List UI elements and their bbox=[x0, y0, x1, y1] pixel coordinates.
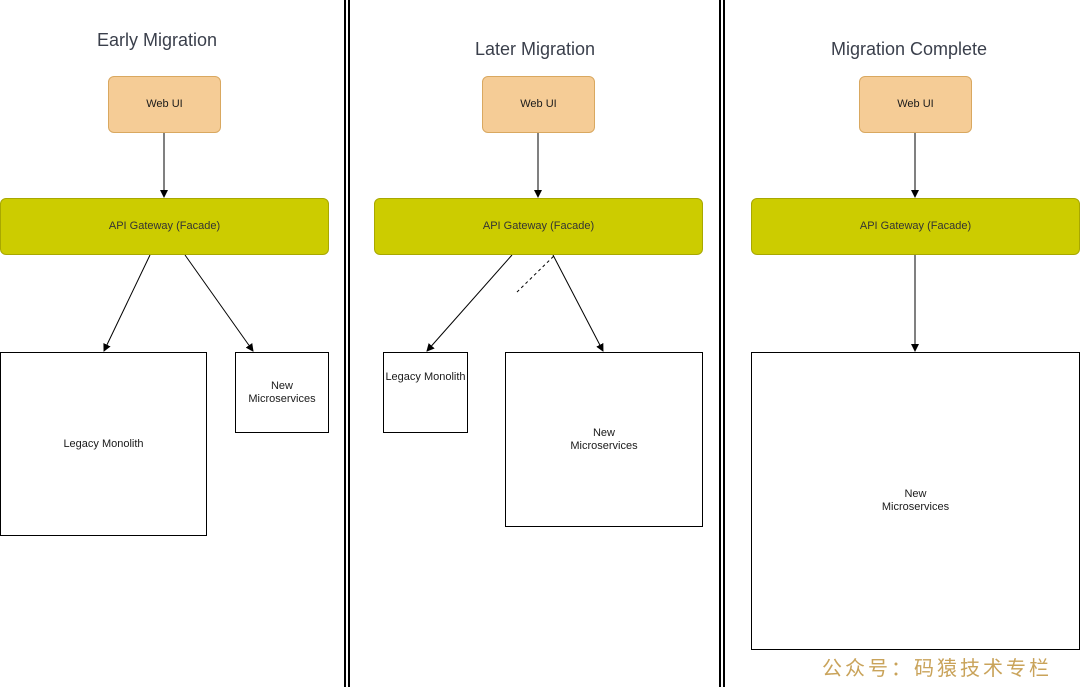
api-gateway-label: API Gateway (Facade) bbox=[482, 220, 595, 232]
web-ui-node: Web UI bbox=[859, 76, 972, 133]
new-microservices-node: New Microservices bbox=[505, 352, 703, 527]
web-ui-node: Web UI bbox=[108, 76, 221, 133]
arrow-gateway-to-legacy-1 bbox=[103, 254, 151, 352]
arrow-gateway-to-micro-2 bbox=[552, 254, 604, 352]
web-ui-label: Web UI bbox=[897, 98, 934, 110]
arrow-gateway-to-legacy-2 bbox=[426, 254, 513, 352]
api-gateway-label: API Gateway (Facade) bbox=[108, 220, 221, 232]
micro-label-line1: New bbox=[904, 488, 927, 500]
new-microservices-label: New Microservices bbox=[882, 488, 949, 514]
api-gateway-node: API Gateway (Facade) bbox=[0, 198, 329, 255]
micro-label-line2: Microservices bbox=[570, 439, 638, 452]
panel-separator-2 bbox=[719, 0, 725, 687]
micro-label-line2: Microservices bbox=[881, 501, 950, 513]
legacy-monolith-label: Legacy Monolith bbox=[63, 437, 144, 450]
web-ui-label: Web UI bbox=[520, 98, 557, 110]
panel-title-complete: Migration Complete bbox=[831, 39, 988, 59]
legacy-monolith-node: Legacy Monolith bbox=[0, 352, 207, 536]
panel-title-early: Early Migration bbox=[97, 30, 218, 50]
micro-label-line1: New bbox=[592, 426, 615, 439]
new-microservices-node: New Microservices bbox=[235, 352, 329, 433]
new-microservices-label: New Microservices bbox=[248, 380, 315, 406]
api-gateway-node: API Gateway (Facade) bbox=[374, 198, 703, 255]
legacy-monolith-label: Legacy Monolith bbox=[385, 371, 466, 383]
web-ui-label: Web UI bbox=[146, 98, 183, 110]
panel-title-later: Later Migration bbox=[475, 39, 596, 59]
api-gateway-node: API Gateway (Facade) bbox=[751, 198, 1080, 255]
new-microservices-node: New Microservices bbox=[751, 352, 1080, 650]
legacy-monolith-node: Legacy Monolith bbox=[383, 352, 468, 433]
dashed-shift-line bbox=[515, 247, 563, 294]
web-ui-node: Web UI bbox=[482, 76, 595, 133]
watermark-text: 公众号：码猿技术专栏 bbox=[822, 656, 1052, 680]
new-microservices-label: New Microservices bbox=[570, 427, 637, 453]
arrow-gateway-to-micro-1 bbox=[184, 254, 254, 352]
micro-label-line1: New bbox=[270, 379, 293, 392]
micro-label-line2: Microservices bbox=[248, 392, 316, 405]
panel-separator-1 bbox=[344, 0, 350, 687]
api-gateway-label: API Gateway (Facade) bbox=[859, 220, 972, 232]
